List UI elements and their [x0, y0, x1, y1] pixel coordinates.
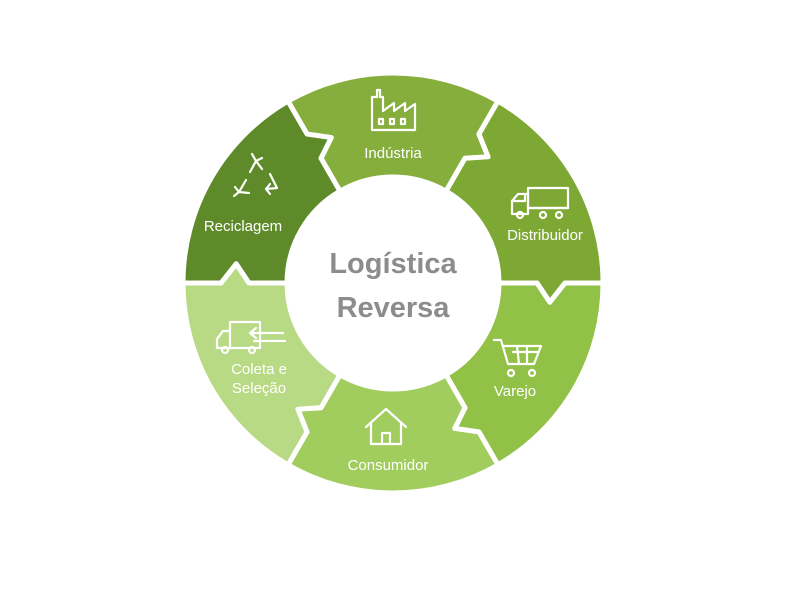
house-icon [364, 407, 408, 446]
step-coleta-selecao: Coleta e Seleção [215, 320, 287, 397]
cycle-segments [180, 70, 606, 496]
step-label-selecao: Seleção [232, 380, 286, 397]
segment-4 [285, 372, 501, 496]
segment-3 [443, 280, 606, 468]
step-label-industria: Indústria [364, 145, 422, 162]
step-label-reciclagem: Reciclagem [204, 218, 282, 235]
step-industria: Indústria [364, 88, 422, 162]
truck-icon [510, 186, 570, 220]
factory-icon [370, 88, 417, 132]
recycle-icon [232, 152, 279, 198]
shopping-cart-icon [492, 338, 543, 378]
segment-5 [180, 261, 343, 468]
step-reciclagem: Reciclagem [204, 152, 282, 235]
center-title-line1: Logística [329, 248, 457, 280]
step-label-distribuidor: Distribuidor [507, 227, 583, 244]
step-distribuidor: Distribuidor [507, 186, 583, 244]
center-circle [288, 178, 498, 388]
step-label-varejo: Varejo [494, 383, 536, 400]
collection-truck-icon [215, 320, 287, 355]
step-varejo: Varejo [492, 338, 543, 400]
segment-1 [285, 70, 501, 194]
center-title-line2: Reversa [337, 292, 451, 324]
segment-6 [180, 98, 343, 286]
step-label-coleta: Coleta e [231, 361, 287, 378]
step-label-consumidor: Consumidor [348, 457, 429, 474]
step-consumidor: Consumidor [348, 407, 429, 474]
